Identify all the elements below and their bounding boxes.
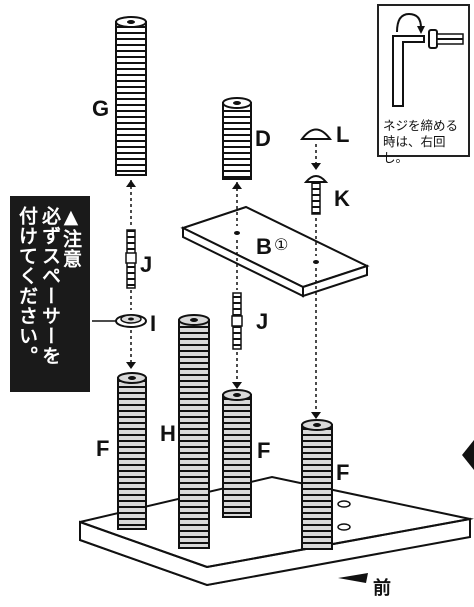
spacer-i-icon	[92, 314, 147, 328]
warning-line2: 付けてください。	[15, 206, 38, 366]
tip-line2: 時は、右回し。	[383, 134, 446, 165]
post-d	[222, 97, 252, 180]
label-f-left: F	[96, 436, 110, 461]
hex-key-icon	[392, 12, 464, 107]
assembly-guides	[130, 180, 317, 412]
label-f-middle: F	[257, 438, 271, 463]
label-j-right: J	[256, 309, 269, 334]
label-i: I	[150, 311, 157, 336]
label-front: 前	[373, 578, 391, 599]
label-l: L	[336, 122, 350, 147]
warning-icon: ▲	[59, 206, 82, 229]
warning-title: 注意	[59, 229, 82, 269]
page-edge-marker-icon	[462, 440, 474, 470]
cap-l-icon	[300, 128, 332, 140]
post-f-right	[301, 419, 333, 550]
label-k: K	[334, 186, 350, 211]
base-board	[79, 475, 474, 587]
guide-arrowheads	[126, 180, 321, 419]
screw-k-icon	[303, 175, 329, 215]
label-d: D	[255, 126, 271, 151]
label-g: G	[92, 96, 110, 121]
label-j-left: J	[140, 252, 153, 277]
shelf-board-b	[180, 205, 370, 298]
label-f-right: F	[336, 460, 350, 485]
stud-j-left	[125, 229, 137, 289]
label-b: B	[256, 234, 272, 259]
tip-line1: ネジを締める	[383, 118, 459, 133]
warning-line1: 必ずスペーサーを	[38, 206, 61, 366]
front-arrow-icon	[338, 573, 368, 583]
post-f-middle	[222, 389, 252, 518]
post-f-left	[117, 372, 147, 530]
post-g	[115, 16, 147, 176]
label-h: H	[160, 421, 176, 446]
stud-j-right	[231, 292, 243, 350]
label-b-circle: ①	[274, 237, 289, 254]
warning-box: ▲注意 必ずスペーサーを 付けてください。	[10, 196, 90, 392]
post-h	[178, 314, 210, 549]
tip-box: ネジを締める 時は、右回し。	[377, 4, 470, 165]
